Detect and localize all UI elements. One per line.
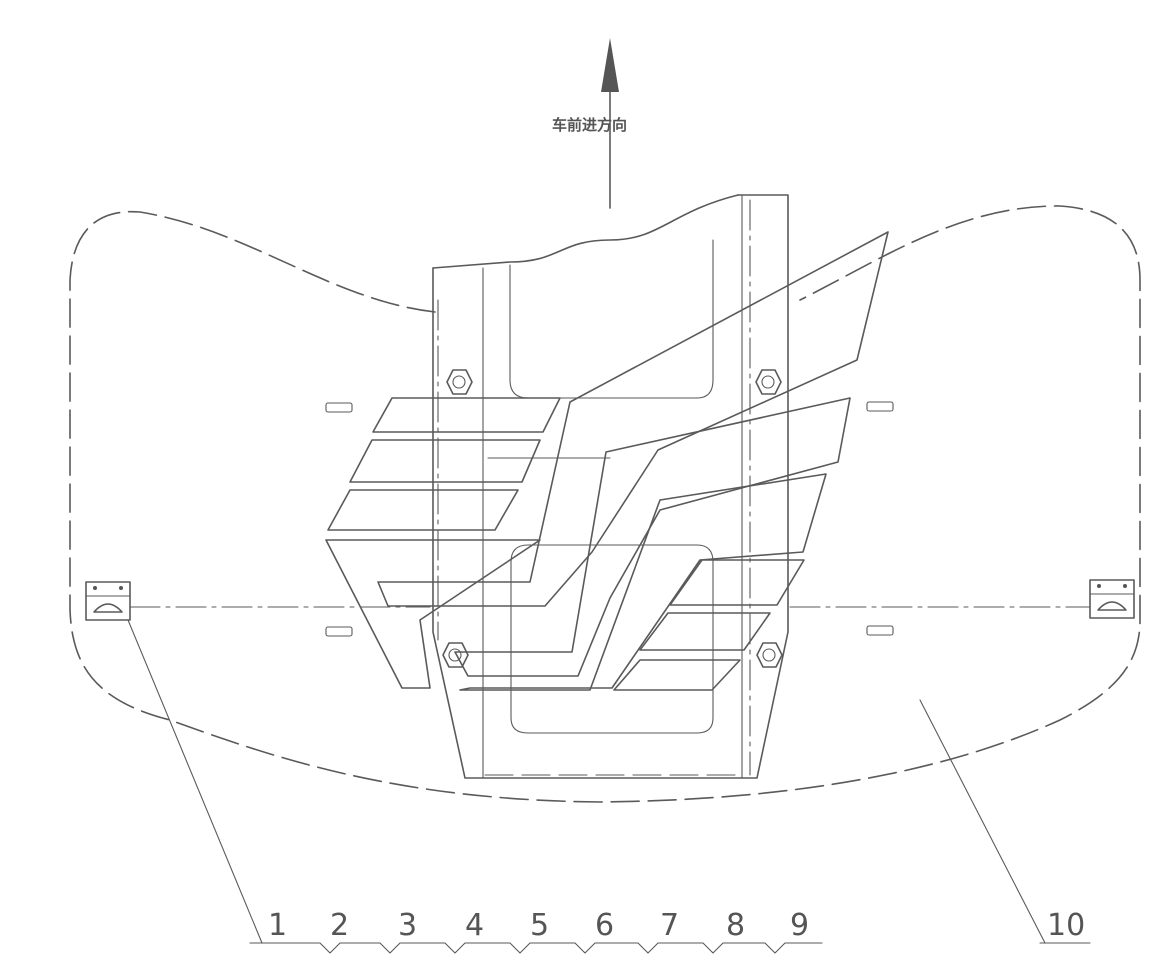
- part-number-1: 1: [268, 908, 287, 943]
- leader-line: [919, 699, 1046, 944]
- bolt-nut-icon: [755, 369, 782, 395]
- bolt-nut-icon: [442, 642, 469, 668]
- part-number-10: 10: [1047, 908, 1085, 943]
- slot: [866, 401, 894, 412]
- part-number-3: 3: [398, 908, 417, 943]
- mount-bracket-left-icon: [85, 581, 131, 621]
- leader-line: [127, 619, 263, 944]
- part-number-8: 8: [726, 908, 745, 943]
- direction-label: 车前进方向: [552, 116, 627, 134]
- leader-zigzag: [249, 942, 823, 954]
- part-number-2: 2: [330, 908, 349, 943]
- part-number-6: 6: [595, 908, 614, 943]
- part-number-5: 5: [530, 908, 549, 943]
- cab-outline: [69, 205, 1141, 803]
- part-number-4: 4: [465, 908, 484, 943]
- stripe-decal-right: [377, 231, 889, 691]
- bolt-nut-icon: [756, 642, 783, 668]
- part-number-7: 7: [660, 908, 679, 943]
- forward-arrow: [601, 38, 619, 209]
- slot: [866, 625, 894, 636]
- part-number-9: 9: [790, 908, 809, 943]
- slot: [325, 626, 353, 637]
- bolt-nut-icon: [446, 369, 473, 395]
- stripe-decal-left: [325, 397, 561, 689]
- slot: [325, 402, 353, 413]
- mount-bracket-right-icon: [1089, 579, 1135, 619]
